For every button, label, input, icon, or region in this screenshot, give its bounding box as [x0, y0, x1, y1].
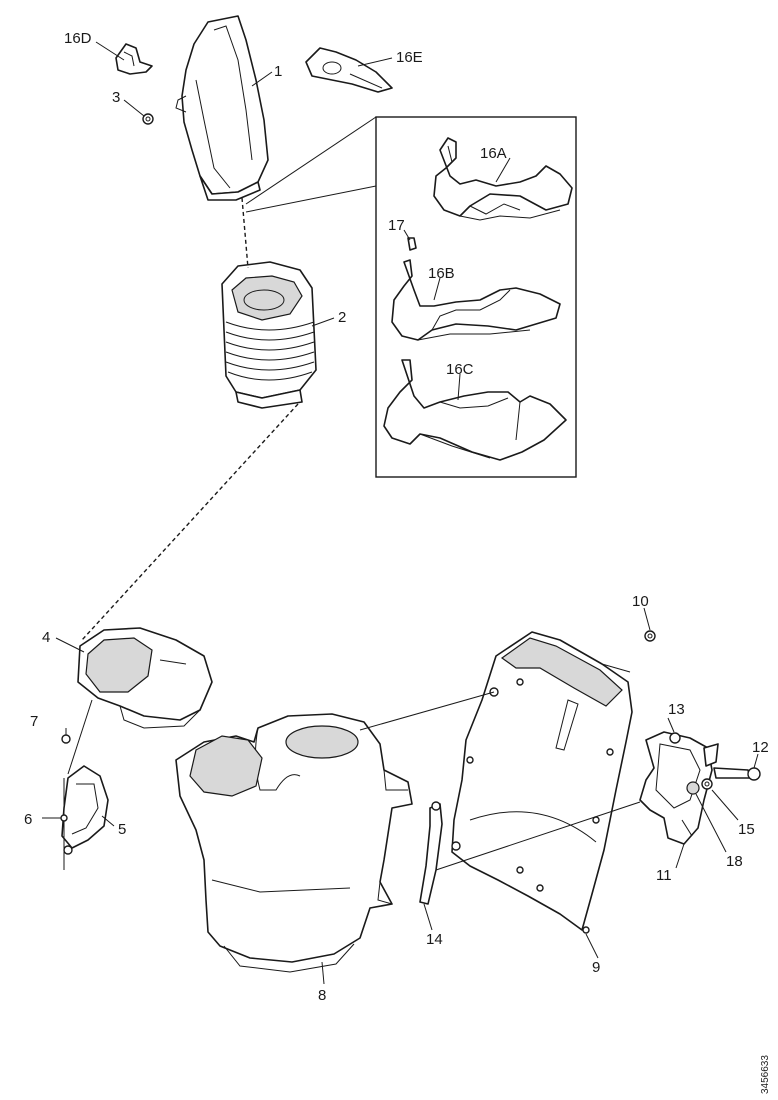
part-16b-deflector	[391, 259, 561, 341]
part-13-nut	[669, 732, 681, 744]
callout-11: 11	[656, 867, 672, 884]
callout-6: 6	[24, 811, 32, 828]
callout-17: 17	[388, 217, 405, 234]
part-15-washer	[701, 778, 713, 790]
callout-3: 3	[112, 89, 120, 106]
part-16a-deflector	[433, 137, 573, 221]
callout-16c: 16C	[446, 361, 474, 378]
part-16e-bracket	[305, 47, 393, 93]
part-7-fastener	[61, 734, 71, 744]
part-17-fastener	[407, 237, 417, 251]
part-4-inlet-collar	[77, 627, 213, 729]
callout-7: 7	[30, 713, 38, 730]
part-16d-clip	[115, 43, 153, 75]
part-14-support-rod	[419, 801, 443, 905]
callout-16d: 16D	[64, 30, 92, 47]
callout-8: 8	[318, 987, 326, 1004]
part-16c-deflector	[383, 359, 567, 461]
part-3-fastener	[142, 113, 154, 125]
callout-16b: 16B	[428, 265, 455, 282]
callout-4: 4	[42, 629, 50, 646]
assembly-line-1-2	[241, 197, 249, 269]
callout-5: 5	[118, 821, 126, 838]
callout-18: 18	[726, 853, 743, 870]
callout-16a: 16A	[480, 145, 507, 162]
callout-1: 1	[274, 63, 282, 80]
reference-number: 3456633	[760, 1055, 771, 1094]
detail-inset	[245, 116, 577, 478]
part-8-fan-housing	[175, 713, 413, 973]
assembly-line-2-4	[81, 403, 299, 641]
part-18-nut	[686, 781, 700, 795]
callout-16e: 16E	[396, 49, 423, 66]
part-1-upper-duct	[175, 15, 269, 201]
part-2-bellows-boot	[221, 261, 317, 409]
part-12-bolt	[713, 767, 761, 781]
part-9-cover-plate	[451, 631, 633, 934]
callout-14: 14	[426, 931, 443, 948]
part-10-fastener	[644, 630, 656, 642]
leader-lines	[55, 41, 759, 985]
callout-10: 10	[632, 593, 649, 610]
part-5-bracket	[61, 765, 109, 870]
part-6-fastener	[42, 814, 68, 822]
callout-9: 9	[592, 959, 600, 976]
callout-12: 12	[752, 739, 769, 756]
callout-2: 2	[338, 309, 346, 326]
callout-13: 13	[668, 701, 685, 718]
callout-labels: 16D 16E 1 3 16A 17 16B 2 16C 10 4 13 7 1…	[24, 30, 769, 1004]
callout-15: 15	[738, 821, 755, 838]
